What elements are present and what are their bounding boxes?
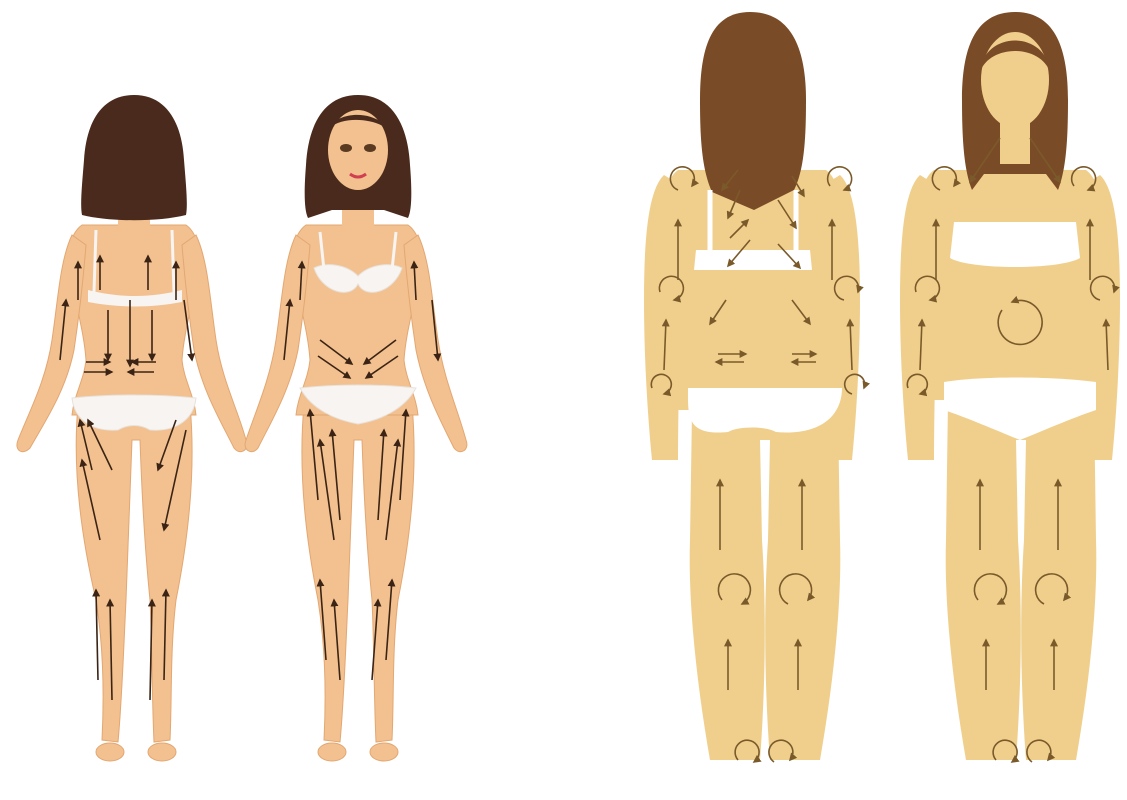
bra bbox=[950, 222, 1080, 267]
torso bbox=[918, 170, 1103, 400]
underwear bbox=[688, 388, 842, 433]
legs bbox=[302, 405, 414, 742]
hair bbox=[81, 95, 187, 220]
left-arm bbox=[644, 175, 680, 460]
right-arm bbox=[1084, 175, 1120, 460]
flat-figures-illustration bbox=[560, 0, 1127, 800]
torso bbox=[69, 225, 200, 415]
legs bbox=[946, 400, 1097, 760]
cartoon-figures-panel bbox=[0, 0, 560, 800]
cartoon-back-figure bbox=[17, 95, 247, 761]
cartoon-front-figure bbox=[245, 95, 467, 761]
flat-figures-panel bbox=[560, 0, 1127, 800]
flat-back-figure bbox=[644, 12, 865, 762]
left-arm bbox=[245, 235, 310, 452]
left-arm bbox=[17, 235, 86, 452]
left-arm bbox=[900, 175, 936, 460]
cartoon-figures-illustration bbox=[0, 0, 560, 800]
right-arm bbox=[182, 235, 247, 452]
legs bbox=[76, 405, 192, 742]
legs bbox=[690, 410, 841, 760]
flat-front-figure bbox=[900, 12, 1120, 762]
hair bbox=[700, 12, 806, 210]
